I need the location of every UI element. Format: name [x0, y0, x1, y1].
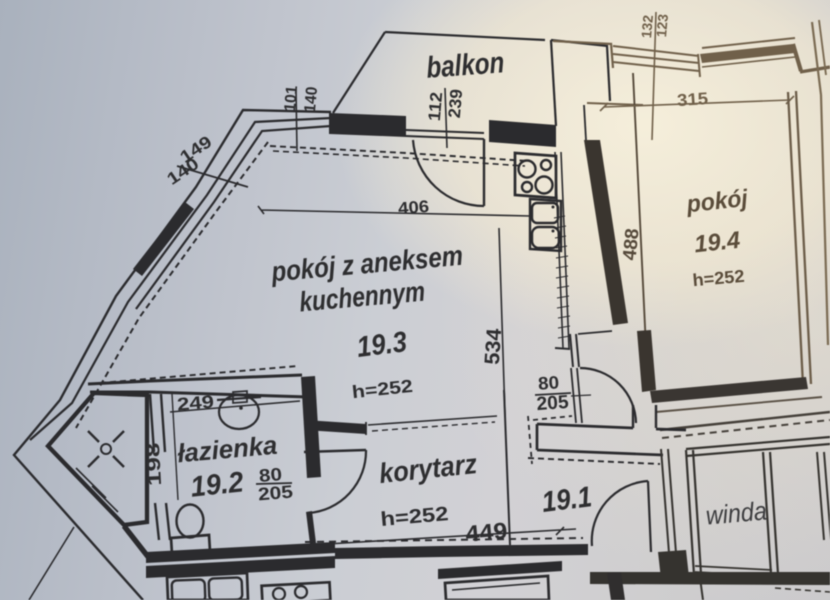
- svg-text:239: 239: [445, 88, 466, 119]
- svg-text:h=252: h=252: [692, 266, 746, 290]
- svg-text:406: 406: [397, 197, 429, 218]
- svg-text:19.2: 19.2: [189, 466, 245, 503]
- svg-text:h=252: h=252: [380, 503, 450, 531]
- svg-text:315: 315: [676, 89, 708, 110]
- svg-text:winda: winda: [705, 495, 768, 530]
- svg-text:balkon: balkon: [425, 46, 505, 84]
- svg-text:19.4: 19.4: [693, 227, 742, 259]
- svg-text:140: 140: [302, 86, 321, 113]
- svg-text:534: 534: [481, 327, 506, 365]
- svg-text:80: 80: [258, 464, 283, 486]
- svg-text:249: 249: [176, 391, 215, 414]
- svg-text:korytarz: korytarz: [378, 448, 479, 489]
- svg-text:19.3: 19.3: [355, 326, 409, 364]
- svg-text:pokój: pokój: [685, 185, 751, 218]
- svg-text:112: 112: [425, 91, 446, 122]
- svg-text:198: 198: [143, 442, 166, 486]
- svg-text:205: 205: [257, 482, 294, 505]
- svg-text:łazienka: łazienka: [176, 430, 278, 469]
- svg-text:205: 205: [536, 392, 570, 415]
- svg-text:488: 488: [619, 227, 643, 261]
- svg-text:101: 101: [282, 85, 301, 112]
- svg-text:80: 80: [537, 372, 559, 393]
- svg-text:123: 123: [653, 13, 671, 38]
- svg-text:449: 449: [464, 517, 508, 547]
- svg-text:19.1: 19.1: [540, 481, 594, 519]
- svg-text:132: 132: [638, 14, 656, 39]
- svg-text:h=252: h=252: [351, 376, 414, 402]
